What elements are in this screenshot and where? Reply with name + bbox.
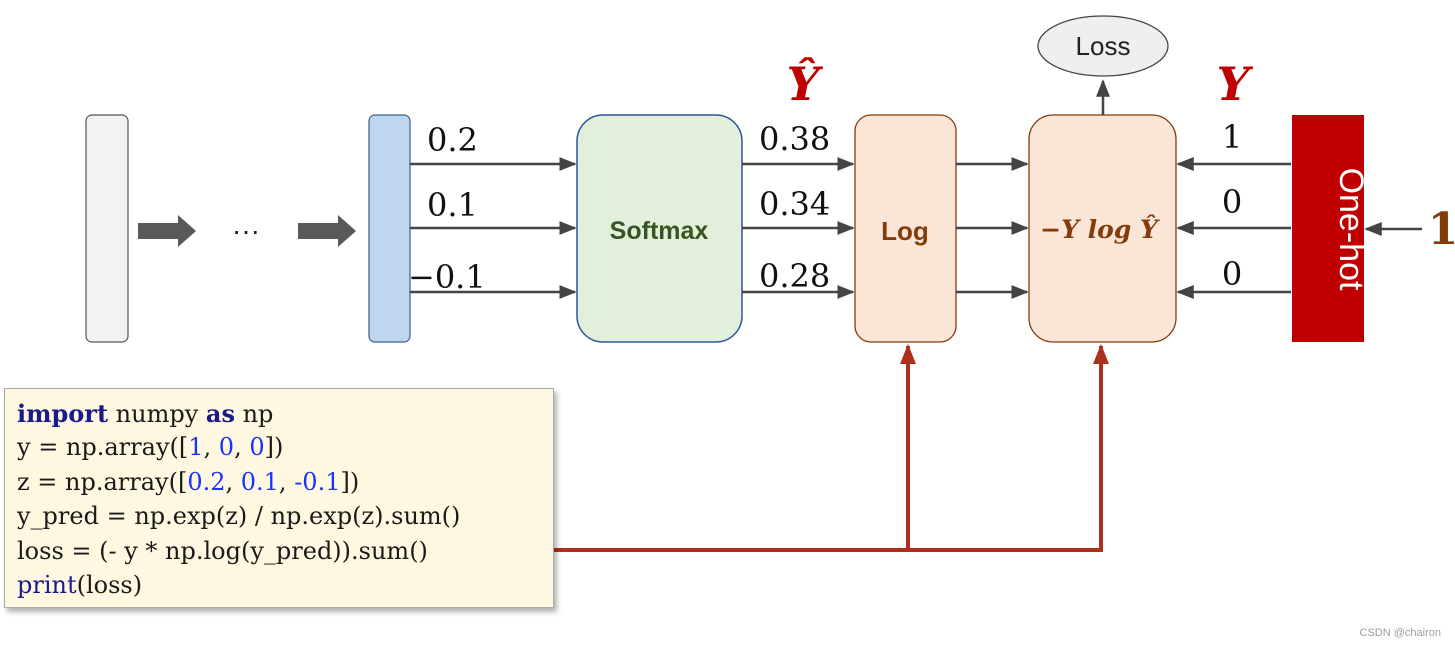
logits-bar xyxy=(368,114,411,343)
code-snippet: import numpy as np y = np.array([1, 0, 0]… xyxy=(4,388,554,608)
code-token: 0 xyxy=(249,433,265,461)
code-line: z = np.array([0.2, 0.1, -0.1]) xyxy=(17,468,359,496)
code-token: , xyxy=(278,468,295,496)
code-token: , xyxy=(234,433,250,461)
prob-value-2: 0.34 xyxy=(759,185,830,223)
loss-formula: −Y log Ŷ xyxy=(1040,215,1160,244)
code-line: y = np.array([1, 0, 0]) xyxy=(17,433,283,461)
target-value-3: 0 xyxy=(1222,255,1242,293)
code-token: import xyxy=(17,399,109,428)
code-line: y_pred = np.exp(z) / np.exp(z).sum() xyxy=(17,502,460,530)
code-line: import numpy as np xyxy=(17,399,273,428)
watermark: CSDN @chairon xyxy=(1359,627,1441,639)
code-connector xyxy=(530,344,1109,552)
class-index: 1 xyxy=(1428,204,1455,255)
prob-value-3: 0.28 xyxy=(759,257,830,295)
target-value-1: 1 xyxy=(1222,118,1242,156)
code-token: 0.1 xyxy=(240,468,279,496)
code-token: 0.2 xyxy=(187,468,226,496)
code-token: y_pred = np.exp(z) / np.exp(z).sum() xyxy=(17,502,461,530)
target-value-2: 0 xyxy=(1222,183,1242,221)
code-token: (loss) xyxy=(76,571,143,599)
code-token: , xyxy=(203,433,219,461)
prob-value-1: 0.38 xyxy=(759,120,830,158)
code-token: as xyxy=(205,399,235,428)
code-token: numpy xyxy=(108,400,206,428)
code-token: ]) xyxy=(340,468,360,496)
thick-arrow-2 xyxy=(298,215,356,247)
code-token: print xyxy=(17,571,77,599)
log-label: Log xyxy=(881,216,929,246)
code-token: 0 xyxy=(218,433,235,461)
onehot-block xyxy=(1292,115,1364,342)
code-token: z = np.array([ xyxy=(17,468,188,496)
code-line: loss = (- y * np.log(y_pred)).sum() xyxy=(17,537,428,565)
logit-value-3: −0.1 xyxy=(408,258,486,296)
input-layer-bar xyxy=(85,114,129,343)
logit-value-1: 0.2 xyxy=(427,121,478,159)
code-token: , xyxy=(225,468,241,496)
code-line: print(loss) xyxy=(17,571,142,599)
thick-arrow-1 xyxy=(138,215,196,247)
loss-label: Loss xyxy=(1076,31,1131,61)
code-token: -0.1 xyxy=(294,468,341,496)
code-token: y = np.array([ xyxy=(17,433,189,461)
code-token: loss = (- y * np.log(y_pred)).sum() xyxy=(17,537,428,565)
code-token: 1 xyxy=(188,433,204,461)
y-hat-label: Ŷ xyxy=(787,56,824,111)
softmax-label: Softmax xyxy=(610,217,709,245)
y-label: Y xyxy=(1217,57,1254,111)
code-token: ]) xyxy=(264,433,284,461)
onehot-label: One-hot xyxy=(1332,168,1370,291)
loss-node xyxy=(1037,15,1169,77)
hidden-layers-ellipsis: ··· xyxy=(232,215,260,246)
code-token: np xyxy=(234,400,274,428)
logit-value-2: 0.1 xyxy=(427,186,478,224)
